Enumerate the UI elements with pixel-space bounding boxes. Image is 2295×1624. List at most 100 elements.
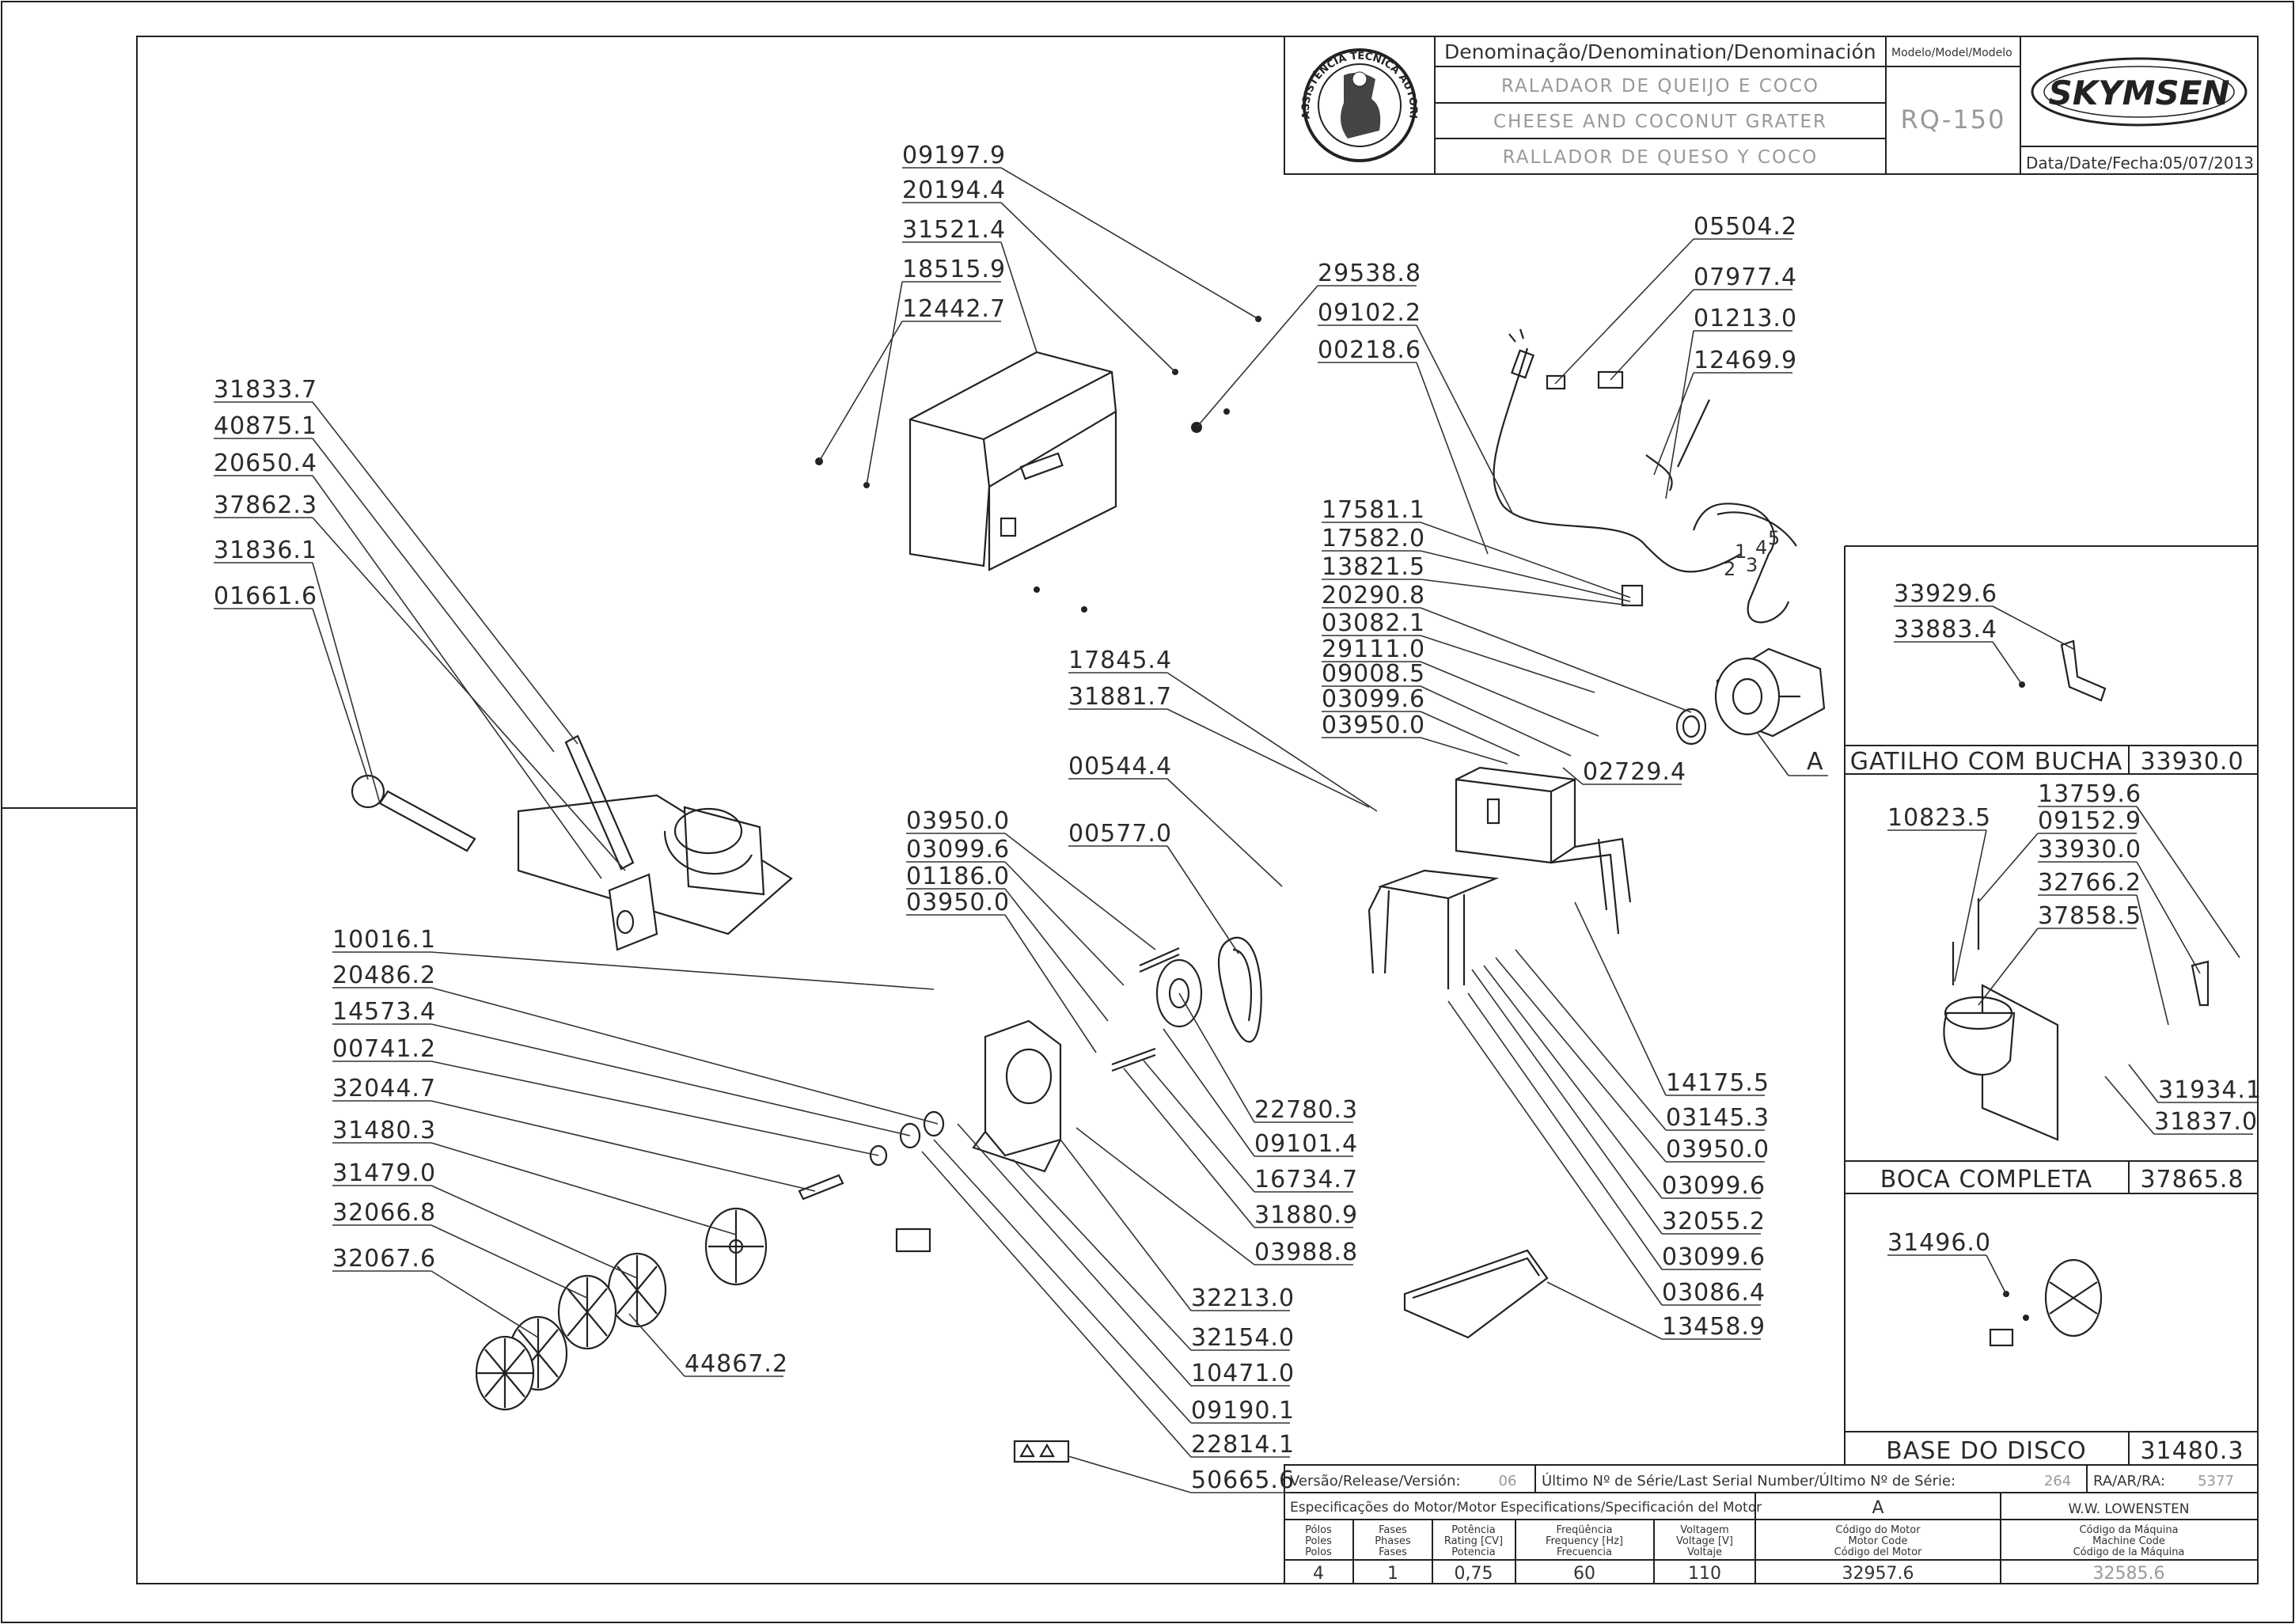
leader-line bbox=[1420, 661, 1599, 737]
leader-line bbox=[1420, 550, 1631, 602]
subassembly-labels: 33929.633883.410823.513759.609152.933930… bbox=[1887, 580, 2262, 1295]
part-label: 03988.8 bbox=[1254, 1239, 1358, 1266]
part-label: 01186.0 bbox=[906, 863, 1010, 890]
svg-text:3: 3 bbox=[1746, 554, 1758, 576]
disc_base-part-label: 31496.0 bbox=[1887, 1229, 1991, 1257]
name-es: RALLADOR DE QUESO Y COCO bbox=[1503, 147, 1819, 168]
part-label: 16734.7 bbox=[1254, 1166, 1358, 1193]
part-label: 00577.0 bbox=[1068, 820, 1172, 848]
leader-line bbox=[1178, 992, 1255, 1123]
leader-line bbox=[1574, 901, 1667, 1096]
leader-line bbox=[1554, 238, 1694, 385]
leader-line bbox=[1004, 888, 1109, 1022]
leader-line bbox=[1756, 731, 1789, 776]
mouth-part-label: 31934.1 bbox=[2158, 1076, 2262, 1104]
leader-line bbox=[1000, 167, 1259, 320]
part-label: 31880.9 bbox=[1254, 1201, 1358, 1229]
trigger-code: 33930.0 bbox=[2140, 748, 2244, 776]
part-label: 00218.6 bbox=[1318, 336, 1421, 364]
model-value: RQ-150 bbox=[1901, 104, 2006, 135]
part-label: 17582.0 bbox=[1322, 525, 1425, 552]
disc-base-title: BASE DO DISCO bbox=[1886, 1437, 2086, 1465]
leader-line bbox=[1978, 833, 2039, 903]
part-label: 03099.6 bbox=[906, 836, 1010, 863]
part-label: 50665.6 bbox=[1191, 1467, 1295, 1494]
mouth-part-label: 09152.9 bbox=[2038, 807, 2141, 835]
leader-line bbox=[921, 1151, 1192, 1458]
leader-line bbox=[2104, 1076, 2155, 1135]
column-header-line: Código del Motor bbox=[1834, 1546, 1922, 1558]
part-label: 31836.1 bbox=[214, 537, 317, 564]
leader-line bbox=[1420, 737, 1508, 765]
column-value: 4 bbox=[1313, 1564, 1324, 1584]
leader-line bbox=[1447, 1000, 1663, 1306]
part-label: 32066.8 bbox=[332, 1199, 436, 1227]
mouth-drawing bbox=[1943, 898, 2210, 1141]
gear-housing bbox=[972, 1019, 1062, 1173]
denomination-label: Denominação/Denomination/Denominación bbox=[1444, 40, 1876, 63]
part-label: 09190.1 bbox=[1191, 1397, 1295, 1425]
leader-line bbox=[2136, 861, 2201, 974]
leader-line bbox=[1143, 1060, 1255, 1193]
column-headers: PólosPolesPolosFasesPhasesFasesPotênciaR… bbox=[1305, 1524, 2184, 1558]
part-label: 07977.4 bbox=[1694, 264, 1797, 291]
release-label: Versão/Release/Versión: bbox=[1290, 1473, 1461, 1489]
part-label: 17581.1 bbox=[1322, 496, 1425, 524]
leader-line bbox=[312, 608, 369, 780]
part-label: 20290.8 bbox=[1322, 582, 1425, 609]
part-label: 03950.0 bbox=[906, 889, 1010, 916]
part-label: 29538.8 bbox=[1318, 260, 1421, 287]
brand-logo: SKYMSEN bbox=[2031, 57, 2248, 127]
name-en: CHEESE AND COCONUT GRATER bbox=[1493, 112, 1827, 132]
part-label: 03145.3 bbox=[1666, 1104, 1770, 1132]
part-label: 14573.4 bbox=[332, 998, 436, 1026]
part-label: 40875.1 bbox=[214, 412, 317, 440]
leader-line bbox=[312, 401, 578, 745]
leader-line bbox=[431, 1185, 638, 1279]
part-label: 31833.7 bbox=[214, 376, 317, 404]
leader-line bbox=[933, 1139, 1192, 1424]
leader-line bbox=[1004, 861, 1125, 986]
part-label: 03099.6 bbox=[1662, 1172, 1766, 1200]
part-label: 03950.0 bbox=[1666, 1136, 1770, 1163]
part-label: 20194.4 bbox=[902, 176, 1006, 204]
mouth-part-label: 32766.2 bbox=[2038, 869, 2141, 897]
part-label: 09008.5 bbox=[1322, 660, 1425, 688]
part-label: 14175.5 bbox=[1666, 1069, 1770, 1097]
leader-line bbox=[1546, 1281, 1663, 1340]
leader-line bbox=[1196, 285, 1318, 428]
part-label: 32044.7 bbox=[332, 1075, 436, 1102]
column-header-line: Polos bbox=[1305, 1546, 1332, 1558]
column-header-line: Fases bbox=[1379, 1546, 1407, 1558]
part-label: 10471.0 bbox=[1191, 1360, 1295, 1387]
leader-line bbox=[818, 321, 903, 462]
part-label: 31521.4 bbox=[902, 216, 1006, 244]
part-label: 12442.7 bbox=[902, 295, 1006, 323]
mouth-part-label: 10823.5 bbox=[1887, 804, 1991, 832]
part-label: 09197.9 bbox=[902, 142, 1006, 169]
leader-line bbox=[1954, 829, 1987, 982]
trigger-title: GATILHO COM BUCHA bbox=[1850, 748, 2123, 776]
part-label: 03950.0 bbox=[906, 807, 1010, 835]
leader-line bbox=[1420, 685, 1572, 757]
column-header-line: Motor Code bbox=[1849, 1535, 1908, 1547]
trigger-part-label: 33883.4 bbox=[1894, 616, 1997, 643]
leader-line bbox=[1665, 330, 1694, 499]
leader-line bbox=[1416, 362, 1489, 555]
date-label: Data/Date/Fecha: bbox=[2026, 154, 2164, 173]
springs bbox=[1111, 947, 1180, 1072]
leader-line bbox=[1420, 607, 1692, 713]
ra-value: 5377 bbox=[2198, 1473, 2234, 1489]
leader-line bbox=[1653, 372, 1694, 476]
part-label: 32154.0 bbox=[1191, 1324, 1295, 1352]
column-value: 110 bbox=[1688, 1564, 1721, 1584]
leader-line bbox=[1123, 1068, 1255, 1228]
model-label: Modelo/Model/Modelo bbox=[1891, 47, 2012, 59]
leader-line bbox=[1610, 289, 1694, 381]
leader-line bbox=[431, 1023, 911, 1136]
leader-line bbox=[431, 1100, 816, 1192]
subassembly-panel: GATILHO COM BUCHA 33930.0 BOCA COMPLETA … bbox=[1844, 545, 2258, 1465]
column-header-line: Voltaje bbox=[1687, 1546, 1722, 1558]
